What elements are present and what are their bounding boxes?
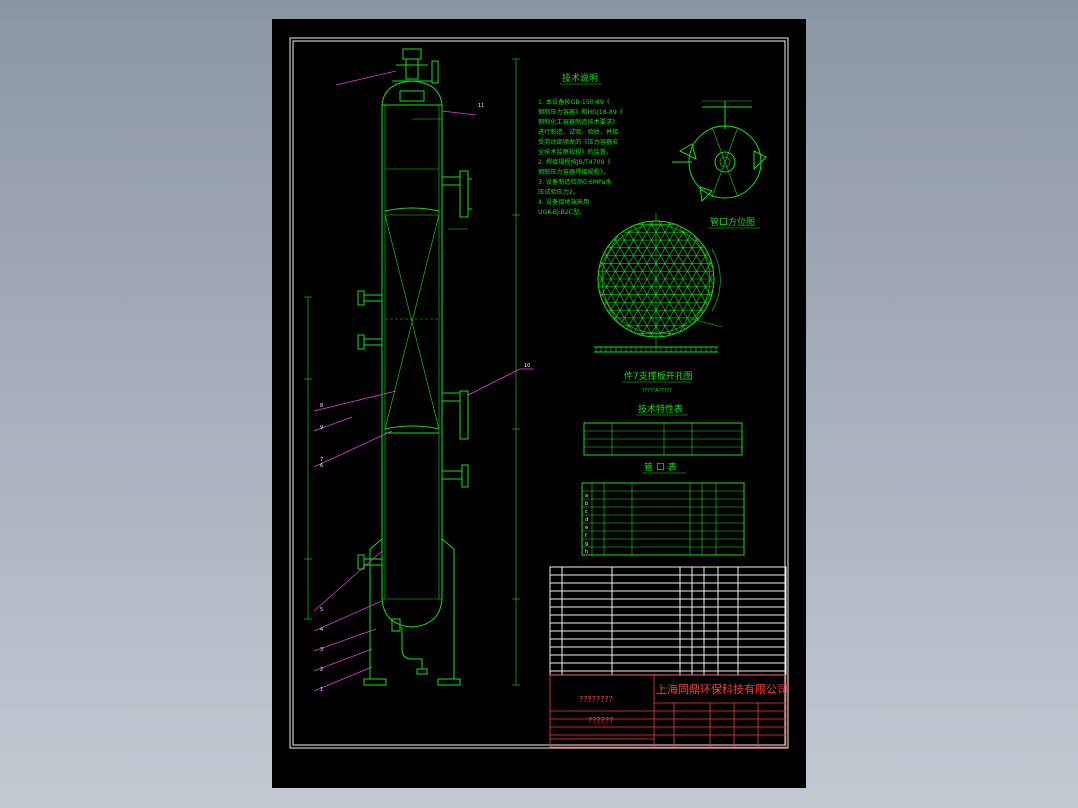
part-8-label: 8 bbox=[320, 403, 323, 409]
part-1-label: 1 bbox=[320, 687, 323, 693]
tech-note-line: UGK-BJ-B2C型。 bbox=[538, 208, 585, 216]
tech-note-line: 钢制压力容器焊接规程》。 bbox=[538, 168, 609, 176]
inner-frame bbox=[292, 40, 786, 746]
part-2-label: 2 bbox=[320, 667, 323, 673]
nozzle-orientation-view: 管口方位图 bbox=[672, 100, 767, 229]
nozzle-letter-h: h bbox=[585, 549, 588, 555]
support-plate-subtitle: ?????A????? bbox=[642, 388, 672, 394]
tech-note-line: 受劳动部颁发的《压力容器安 bbox=[538, 138, 618, 146]
tech-note-line: 进行制造、试验、验收，并接 bbox=[538, 128, 618, 136]
tech-note-line: 3. 设备制造检测0.6MPa水 bbox=[538, 178, 612, 186]
nozzle-letter-c: c bbox=[585, 509, 588, 515]
nozzle-table-title: 管 口 表 bbox=[644, 461, 677, 473]
tech-char-title: 技术特性表 bbox=[638, 403, 683, 415]
nozzle-letter-a: a bbox=[585, 493, 588, 499]
tech-note-line: 1. 本设备按GB-150-89《 bbox=[538, 98, 610, 106]
tech-note-line: 钢制化工容器制造技术要求》 bbox=[538, 118, 618, 126]
nozzle-orientation-title: 管口方位图 bbox=[710, 216, 755, 228]
tech-characteristics-table: 技术特性表 bbox=[583, 403, 743, 456]
drawing-name-placeholder: ???????? bbox=[579, 695, 613, 704]
tech-notes: 技术说明 1. 本设备按GB-150-89《 钢制压力容器》和HGJ18-89《… bbox=[538, 72, 623, 216]
nozzle-letter-b: b bbox=[585, 501, 588, 507]
part-5-label: 5 bbox=[320, 607, 323, 613]
part-9-label: 9 bbox=[320, 425, 323, 431]
nozzle-letter-e: e bbox=[585, 525, 588, 531]
tech-notes-title: 技术说明 bbox=[562, 72, 598, 84]
part-11-label: 11 bbox=[478, 103, 484, 109]
part-3-label: 3 bbox=[320, 647, 323, 653]
drawing-sheet: 1 2 3 4 5 6 7 8 9 10 11 技术说明 1. 本设备按GB-1… bbox=[272, 19, 806, 788]
part-6-label: 6 bbox=[320, 463, 323, 469]
nozzle-table: 管 口 表 a b c d e f g h bbox=[581, 461, 745, 556]
part-7-label: 7 bbox=[320, 457, 323, 463]
support-plate-title: 件7支撑板开孔图 bbox=[624, 370, 693, 382]
tech-note-line: 2. 焊接规程按JB/T4709《 bbox=[538, 158, 611, 166]
tech-note-line: 全技术监察规程》的监督。 bbox=[538, 148, 612, 156]
drawing-canvas: 1 2 3 4 5 6 7 8 9 10 11 技术说明 1. 本设备按GB-1… bbox=[289, 37, 789, 749]
nozzle-letter-f: f bbox=[585, 533, 587, 539]
company-name: 上海同鼎环保科技有限公司 bbox=[656, 682, 788, 696]
tech-note-line: 钢制压力容器》和HGJ18-89《 bbox=[538, 108, 623, 116]
drawing-number-placeholder: ?????? bbox=[588, 716, 613, 725]
bill-of-materials bbox=[549, 566, 787, 676]
tech-note-line: 压试验压力2。 bbox=[538, 188, 579, 196]
column-vessel bbox=[357, 48, 472, 686]
part-balloons: 1 2 3 4 5 6 7 8 9 10 11 bbox=[320, 103, 530, 693]
support-plate-view: 件7支撑板开孔图 ?????A????? bbox=[594, 213, 723, 394]
part-4-label: 4 bbox=[320, 627, 323, 633]
dimension-lines bbox=[304, 58, 520, 686]
part-10-label: 10 bbox=[524, 363, 530, 369]
tech-note-line: 4. 设备接地端采用 bbox=[538, 198, 589, 206]
part-leaders bbox=[313, 70, 534, 692]
nozzle-letter-d: d bbox=[585, 517, 588, 523]
nozzle-letter-g: g bbox=[585, 541, 588, 547]
title-block: 上海同鼎环保科技有限公司 ???????? ?????? bbox=[549, 674, 788, 748]
outer-frame bbox=[289, 37, 789, 749]
